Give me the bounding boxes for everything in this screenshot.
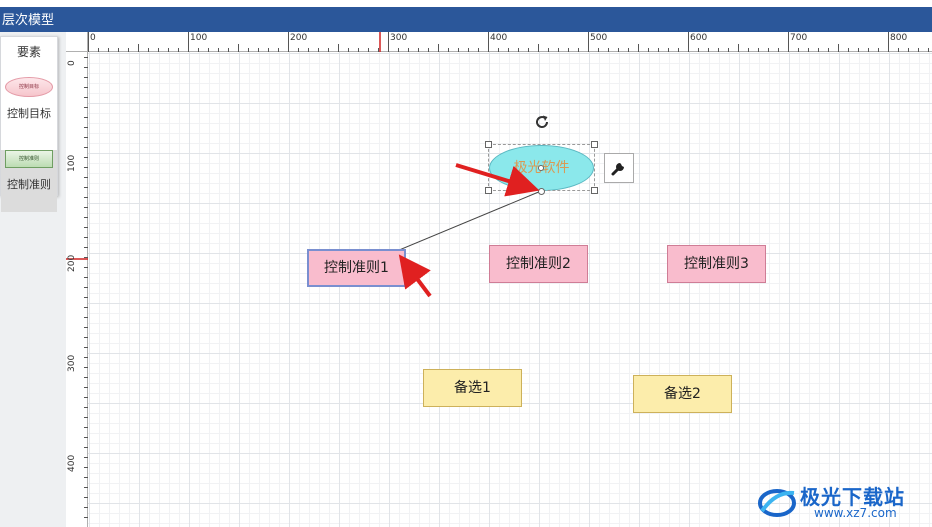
alternative-node-1[interactable]: 备选1 <box>423 369 522 407</box>
vertical-ruler-ticks <box>66 57 88 518</box>
horizontal-ruler-ticks <box>88 32 929 52</box>
control-rule-shape-preview: 控制准则 <box>5 150 53 168</box>
rule-node-1[interactable]: 控制准则1 <box>307 249 406 287</box>
ruler-label: 700 <box>790 33 808 43</box>
ruler-label: 300 <box>390 33 408 43</box>
ruler-corner <box>66 32 88 52</box>
horizontal-ruler: 0 100 200 300 400 500 600 700 800 <box>88 32 932 52</box>
resize-handle[interactable] <box>485 187 492 194</box>
ruler-label: 200 <box>67 254 77 272</box>
ruler-label: 200 <box>290 33 308 43</box>
resize-handle[interactable] <box>485 141 492 148</box>
diagram-canvas[interactable] <box>88 52 932 527</box>
resize-handle[interactable] <box>591 141 598 148</box>
logo-icon <box>758 489 796 517</box>
vertical-ruler: 0 100 200 300 400 <box>66 52 88 527</box>
palette-item-control-rule[interactable]: 控制准则 控制准则 <box>1 150 57 212</box>
watermark: 极光下载站 www.xz7.com <box>756 481 926 523</box>
watermark-name: 极光下载站 <box>800 485 905 509</box>
ruler-label: 400 <box>67 454 77 472</box>
rotate-icon[interactable] <box>532 112 552 132</box>
ruler-label: 800 <box>890 33 908 43</box>
ruler-label: 100 <box>190 33 208 43</box>
resize-handle[interactable] <box>591 187 598 194</box>
wrench-icon <box>611 163 624 176</box>
palette-header: 要素 <box>16 45 41 59</box>
wrench-button[interactable] <box>604 153 634 183</box>
ruler-label: 0 <box>67 60 77 66</box>
control-goal-shape-preview: 控制目标 <box>5 77 53 97</box>
palette-item-label: 控制准则 <box>7 178 51 191</box>
element-palette: 要素 控制目标 控制目标 控制准则 控制准则 <box>0 36 58 212</box>
ruler-label: 400 <box>490 33 508 43</box>
center-point[interactable] <box>538 165 544 171</box>
connection-point[interactable] <box>538 188 545 195</box>
rule-node-3[interactable]: 控制准则3 <box>667 245 766 283</box>
ruler-label: 500 <box>590 33 608 43</box>
ruler-label: 600 <box>690 33 708 43</box>
alternative-node-2[interactable]: 备选2 <box>633 375 732 413</box>
window-top-border <box>0 0 932 9</box>
ruler-label: 100 <box>67 154 77 172</box>
watermark-url: www.xz7.com <box>814 506 897 520</box>
window-title: 层次模型 <box>0 9 932 32</box>
palette-item-label: 控制目标 <box>7 107 51 120</box>
ruler-label: 0 <box>90 33 96 43</box>
palette-item-control-goal[interactable]: 控制目标 控制目标 <box>1 77 57 139</box>
rule-node-2[interactable]: 控制准则2 <box>489 245 588 283</box>
ruler-label: 300 <box>67 354 77 372</box>
